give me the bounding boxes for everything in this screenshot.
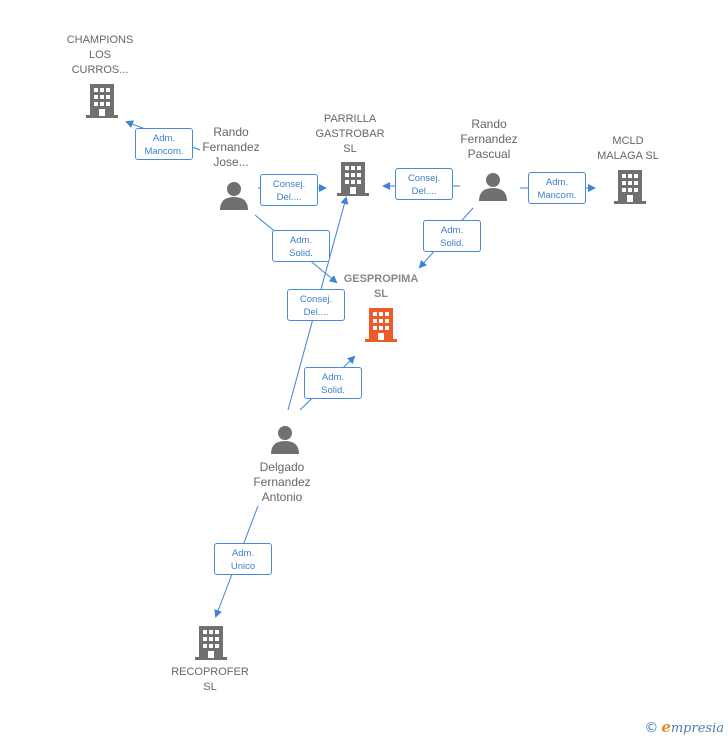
node-label-delgado[interactable]: Delgado Fernandez Antonio <box>253 460 311 504</box>
edge-label-rando-pascual-parrilla[interactable]: Consej. Del.... <box>395 168 453 200</box>
edge-label-rando-pascual-mcld[interactable]: Adm. Mancom. <box>528 172 586 204</box>
building-icon-parrilla <box>337 162 369 196</box>
brand-footer: ©empresia <box>644 718 724 736</box>
building-icon-recoprofer <box>195 626 227 660</box>
person-icon-rando-pascual <box>479 173 507 201</box>
edge-label-rando-jose-champions[interactable]: Adm. Mancom. <box>135 128 193 160</box>
node-label-champions[interactable]: CHAMPIONS LOS CURROS... <box>66 34 134 76</box>
edge-label-delgado-gespropima[interactable]: Adm. Solid. <box>304 367 362 399</box>
edge-label-rando-jose-gespropima[interactable]: Adm. Solid. <box>272 230 330 262</box>
building-icon-mcld <box>614 170 646 204</box>
person-icon-delgado <box>271 426 299 454</box>
building-icon-champions <box>86 84 118 118</box>
edge-label-rando-pascual-gespropima[interactable]: Adm. Solid. <box>423 220 481 252</box>
edge-label-delgado-recoprofer[interactable]: Adm. Unico <box>214 543 272 575</box>
node-label-gespropima[interactable]: GESPROPIMA SL <box>343 273 419 300</box>
building-icon-gespropima <box>365 308 397 342</box>
edge-label-delgado-parrilla[interactable]: Consej. Del.... <box>287 289 345 321</box>
brand-logo-text: mpresia <box>670 721 724 736</box>
person-icon-rando-jose <box>220 182 248 210</box>
node-label-recoprofer[interactable]: RECOPROFER SL <box>171 666 249 693</box>
node-label-rando-pascual[interactable]: Rando Fernandez Pascual <box>460 117 518 161</box>
copyright-icon: © <box>644 720 659 736</box>
edge-label-rando-jose-parrilla[interactable]: Consej. Del.... <box>260 174 318 206</box>
node-label-rando-jose[interactable]: Rando Fernandez Jose... <box>202 125 260 169</box>
node-label-parrilla[interactable]: PARRILLA GASTROBAR SL <box>315 113 385 155</box>
node-label-mcld[interactable]: MCLD MALAGA SL <box>597 135 659 162</box>
brand-logo-initial: e <box>661 718 671 736</box>
